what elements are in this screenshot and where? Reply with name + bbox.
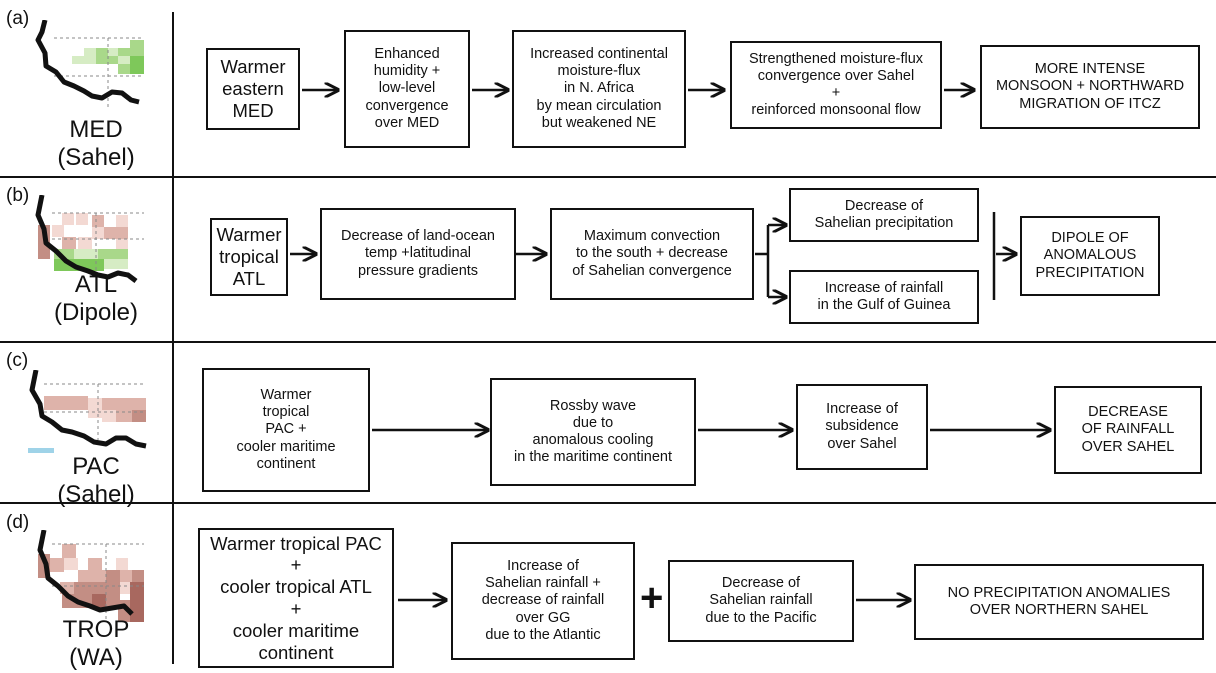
box-increase-sahelian-rainfall: Increase of Sahelian rainfall + decrease…: [451, 542, 635, 660]
box-no-precip-anomalies: NO PRECIPITATION ANOMALIES OVER NORTHERN…: [914, 564, 1204, 640]
plus-operator: +: [640, 576, 664, 620]
panel-c-tag: (c): [6, 350, 29, 371]
box-warmer-eastern-med: Warmer eastern MED: [206, 48, 300, 130]
region-name: ATL: [74, 271, 118, 298]
map-pac: [28, 370, 147, 453]
region-label-med: MED (Sahel): [40, 116, 152, 173]
region-name: MED: [69, 116, 123, 143]
region-label-atl: ATL (Dipole): [40, 271, 152, 328]
box-decrease-sahelian-rainfall-pacific: Decrease of Sahelian rainfall due to the…: [668, 560, 854, 642]
box-enhanced-humidity: Enhanced humidity + low-level convergenc…: [344, 30, 470, 148]
region-subname: (WA): [69, 644, 123, 672]
region-name: TROP: [62, 616, 130, 643]
box-maximum-convection: Maximum convection to the south + decrea…: [550, 208, 754, 300]
region-label-trop: TROP (WA): [40, 616, 152, 673]
box-increased-moisture-flux: Increased continental moisture-flux in N…: [512, 30, 686, 148]
divider-bc: [0, 341, 1216, 343]
box-rossby-wave: Rossby wave due to anomalous cooling in …: [490, 378, 696, 486]
panel-a-tag: (a): [6, 8, 30, 29]
box-decrease-gradients: Decrease of land-ocean temp +latitudinal…: [320, 208, 516, 300]
divider-ab: [0, 176, 1216, 178]
map-med: [35, 20, 144, 110]
map-atl: [35, 195, 144, 283]
region-subname: (Dipole): [53, 299, 139, 327]
box-more-intense-monsoon: MORE INTENSE MONSOON + NORTHWARD MIGRATI…: [980, 45, 1200, 129]
divider-cd: [0, 502, 1216, 504]
box-warmer-tropical-atl: Warmer tropical ATL: [210, 218, 288, 296]
region-name: PAC: [72, 453, 120, 480]
box-increase-subsidence: Increase of subsidence over Sahel: [796, 384, 928, 470]
panel-b-tag: (b): [6, 185, 30, 206]
box-decrease-sahelian-precip: Decrease of Sahelian precipitation: [789, 188, 979, 242]
box-warmer-tropical-pac: Warmer tropical PAC + cooler maritime co…: [202, 368, 370, 492]
box-strengthened-convergence: Strengthened moisture-flux convergence o…: [730, 41, 942, 129]
map-trop: [37, 530, 144, 622]
divider-vertical: [172, 12, 174, 664]
box-dipole-anomalous-precip: DIPOLE OF ANOMALOUS PRECIPITATION: [1020, 216, 1160, 296]
box-increase-rainfall-guinea: Increase of rainfall in the Gulf of Guin…: [789, 270, 979, 324]
box-decrease-rainfall-sahel: DECREASE OF RAINFALL OVER SAHEL: [1054, 386, 1202, 474]
region-subname: (Sahel): [57, 144, 135, 172]
panel-d-tag: (d): [6, 512, 30, 533]
box-warmer-tropical-pac-cooler-atl: Warmer tropical PAC + cooler tropical AT…: [198, 528, 394, 668]
